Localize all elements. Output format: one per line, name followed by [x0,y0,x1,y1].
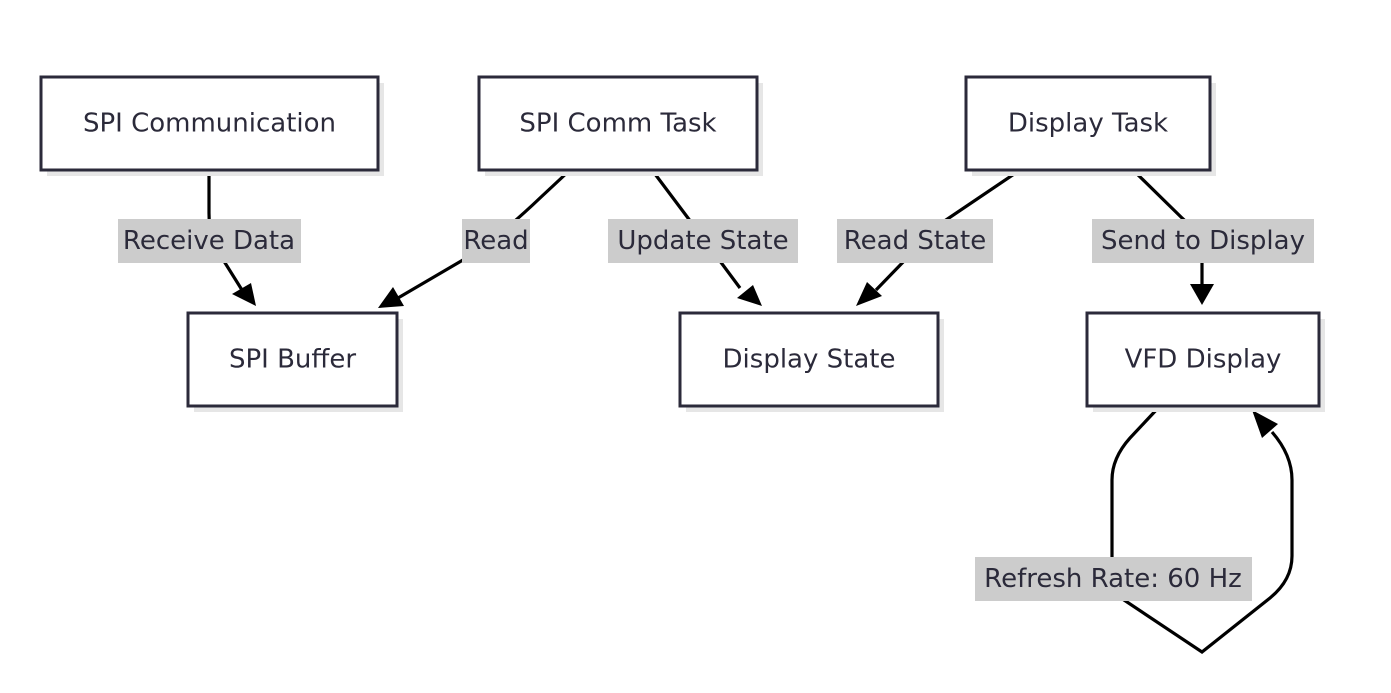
edge-update-state-arrowhead [737,285,762,306]
nodes: SPI Communication SPI Comm Task Display … [39,75,1325,412]
node-spi-buffer: SPI Buffer [186,311,403,412]
edge-read-arrowhead [378,287,404,308]
node-spi-communication-label: SPI Communication [83,109,336,139]
node-vfd-display: VFD Display [1085,311,1325,412]
label-read-state: Read State [844,226,986,256]
node-spi-comm-task: SPI Comm Task [477,75,763,176]
label-receive-data: Receive Data [123,226,295,256]
edge-update-state [650,169,742,289]
edge-refresh-rate-arrowhead [1252,410,1278,438]
label-refresh-rate: Refresh Rate: 60 Hz [984,564,1242,594]
node-spi-comm-task-label: SPI Comm Task [519,109,716,139]
edge-read-state-arrowhead [856,282,882,306]
node-display-task-label: Display Task [1008,109,1168,139]
label-send-to-display: Send to Display [1101,226,1305,256]
node-display-task: Display Task [964,75,1216,176]
edge-receive-data-arrowhead [232,283,256,306]
edge-labels: Receive Data Read Update State Read Stat… [118,219,1314,601]
node-vfd-display-label: VFD Display [1125,345,1282,375]
edge-refresh-rate [1110,404,1294,654]
edge-send-to-display-arrowhead [1190,284,1214,305]
label-read: Read [463,226,528,256]
label-update-state: Update State [617,226,788,256]
node-display-state-label: Display State [723,345,896,375]
node-spi-communication: SPI Communication [39,75,384,176]
node-spi-buffer-label: SPI Buffer [229,345,356,375]
node-display-state: Display State [678,311,944,412]
